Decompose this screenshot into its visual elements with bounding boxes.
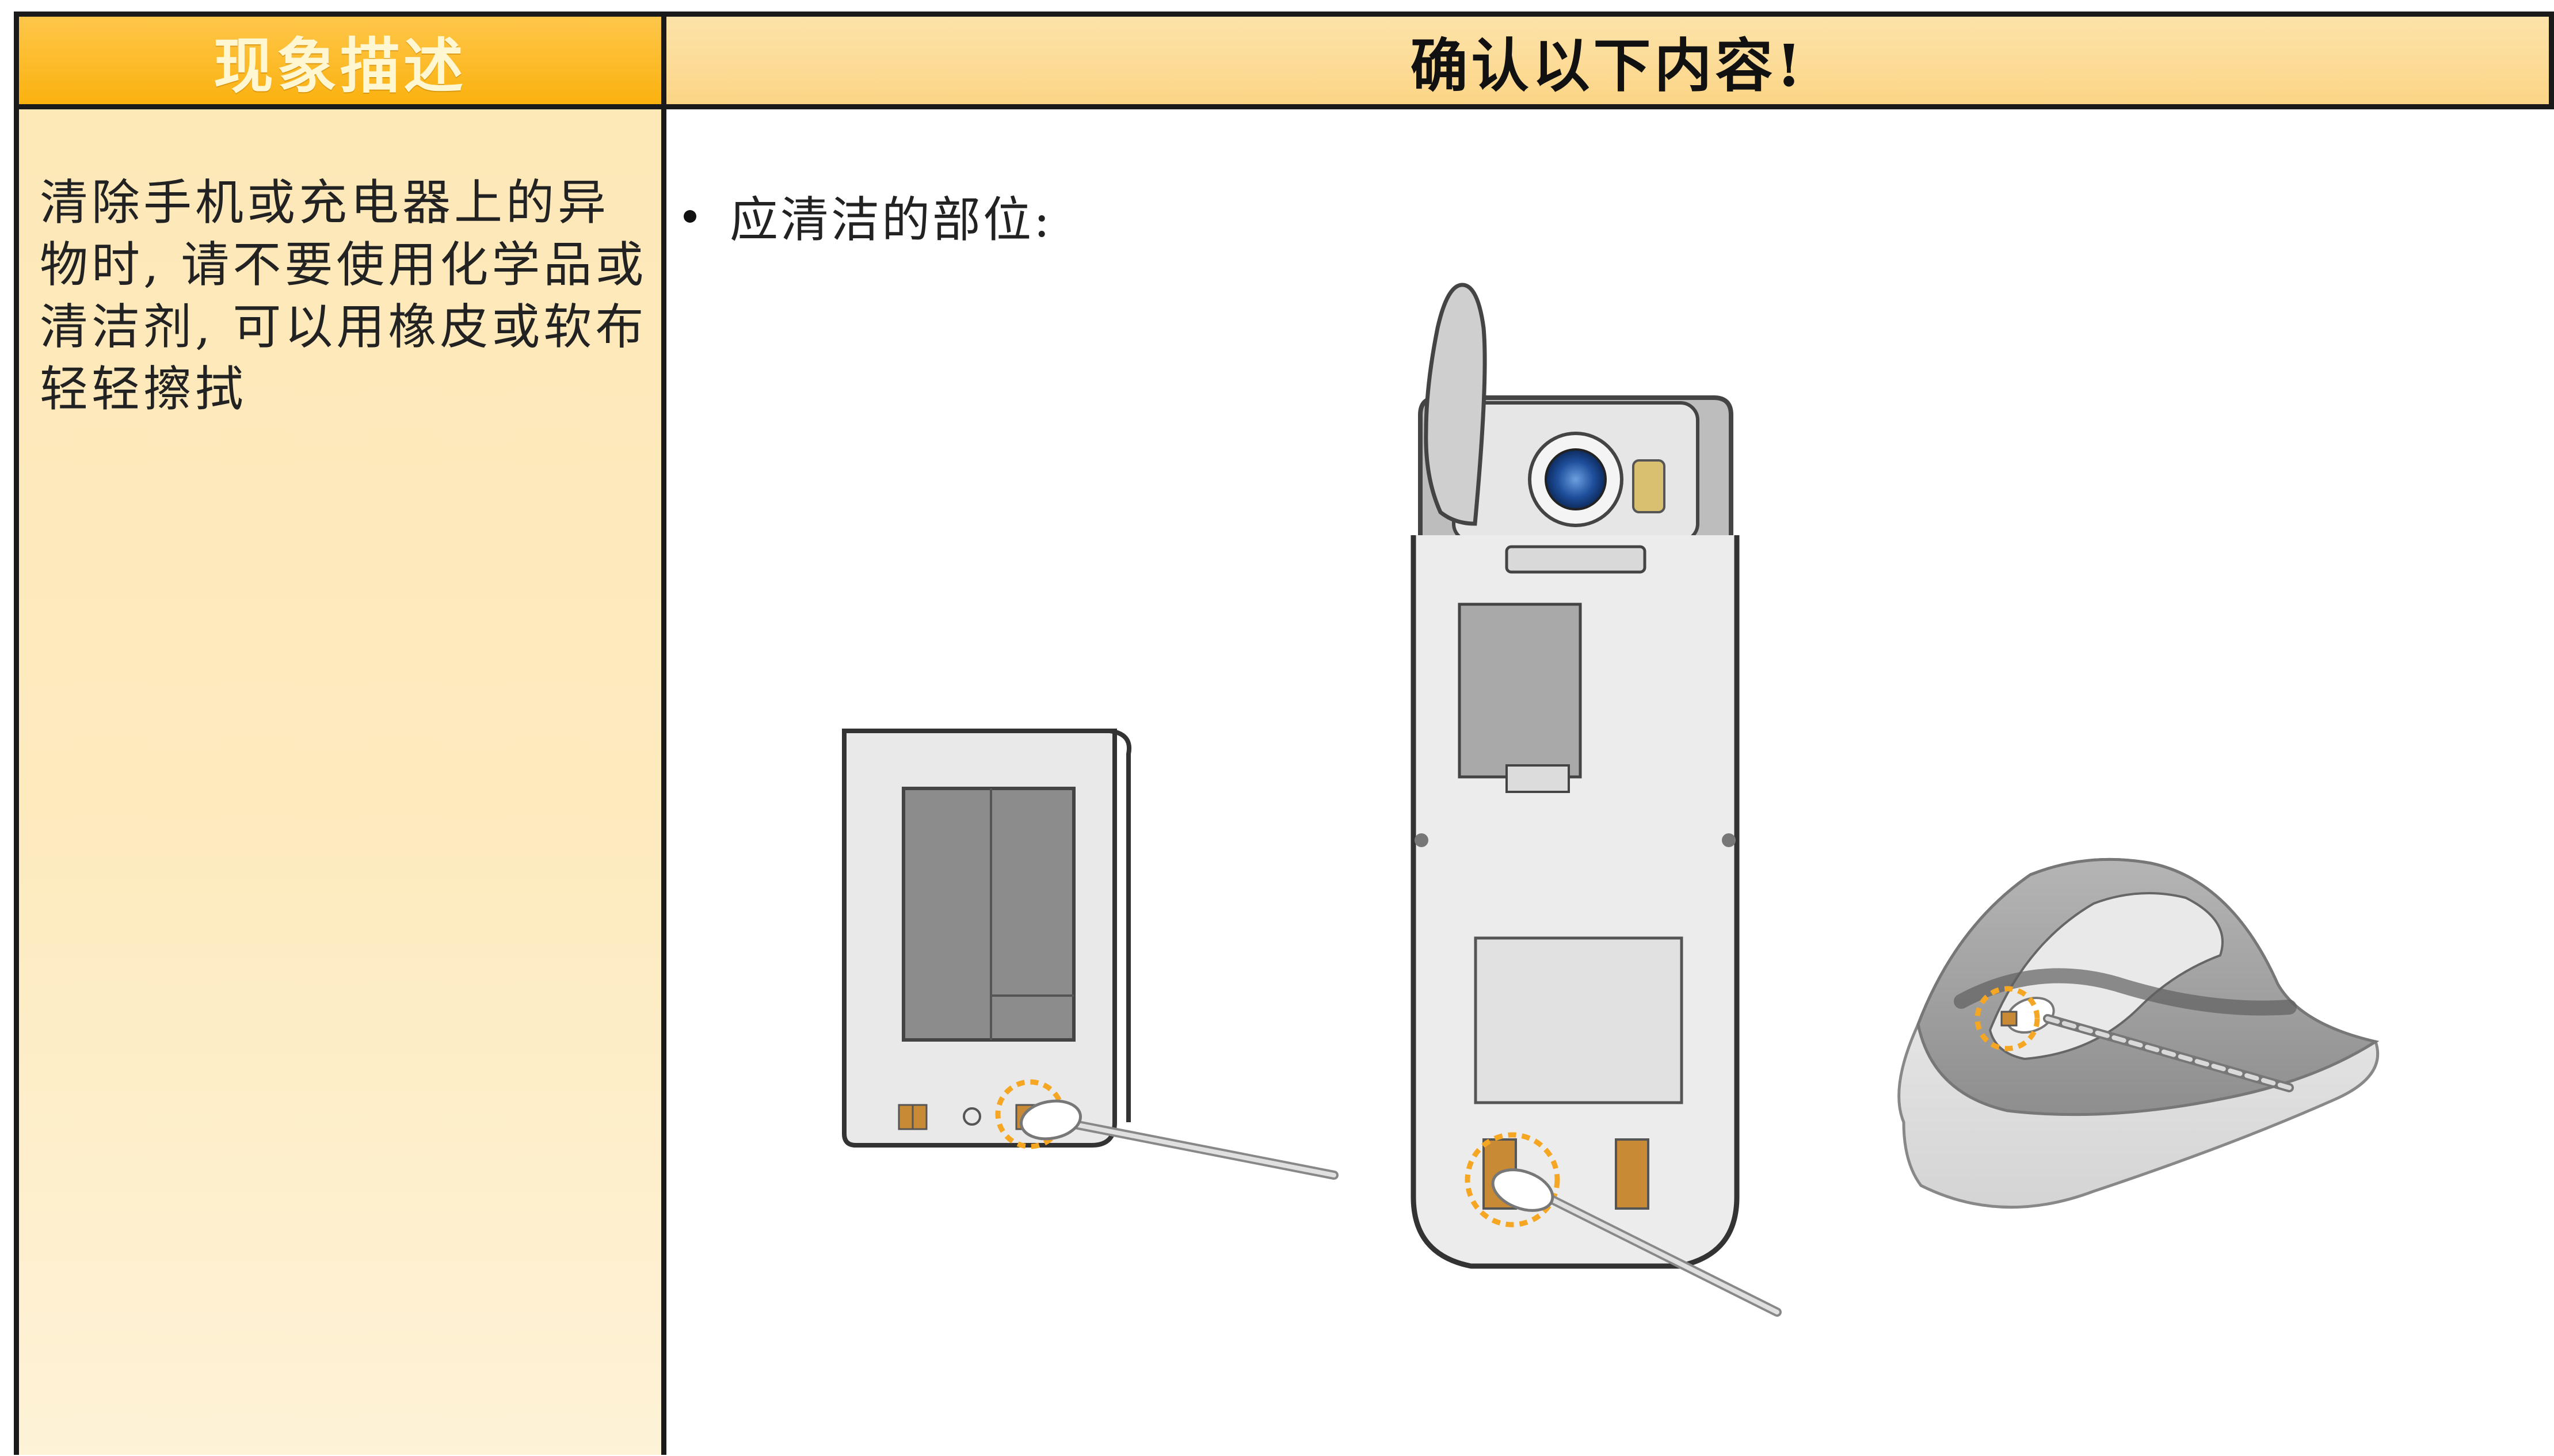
check-bullet-text: 应清洁的部位: (730, 192, 1053, 248)
bullet-icon (684, 209, 696, 223)
phone-contact-highlight (1465, 1132, 1560, 1228)
cotton-swab-1 (1019, 1099, 1339, 1180)
header-check-label: 确认以下内容! (1410, 31, 1805, 100)
charger-cradle-illustration (1897, 857, 2380, 1209)
symptom-text: 清除手机或充电器上的异物时, 请不要使用化学品或清洁剂, 可以用橡皮或软布轻轻擦… (40, 174, 647, 417)
camera-lens-icon (1545, 448, 1607, 510)
check-bullet-item: 应清洁的部位: (684, 181, 1052, 251)
header-check: 确认以下内容! (661, 12, 2554, 109)
cotton-swab-2 (1491, 1168, 1782, 1317)
cleaning-illustration (842, 283, 2380, 1317)
check-cell: 应清洁的部位: (661, 104, 2554, 1455)
header-symptom: 现象描述 (14, 12, 666, 109)
header-symptom-label: 现象描述 (213, 30, 467, 101)
cradle-contact-highlight (1974, 986, 2040, 1051)
battery-illustration (842, 729, 1131, 1149)
troubleshooting-table: 现象描述 确认以下内容! 清除手机或充电器上的异物时, 请不要使用化学品或清洁剂… (14, 12, 2554, 1455)
cotton-swab-3 (2043, 1014, 2294, 1092)
phone-back-illustration (1411, 283, 1740, 1269)
symptom-cell: 清除手机或充电器上的异物时, 请不要使用化学品或清洁剂, 可以用橡皮或软布轻轻擦… (14, 104, 666, 1455)
